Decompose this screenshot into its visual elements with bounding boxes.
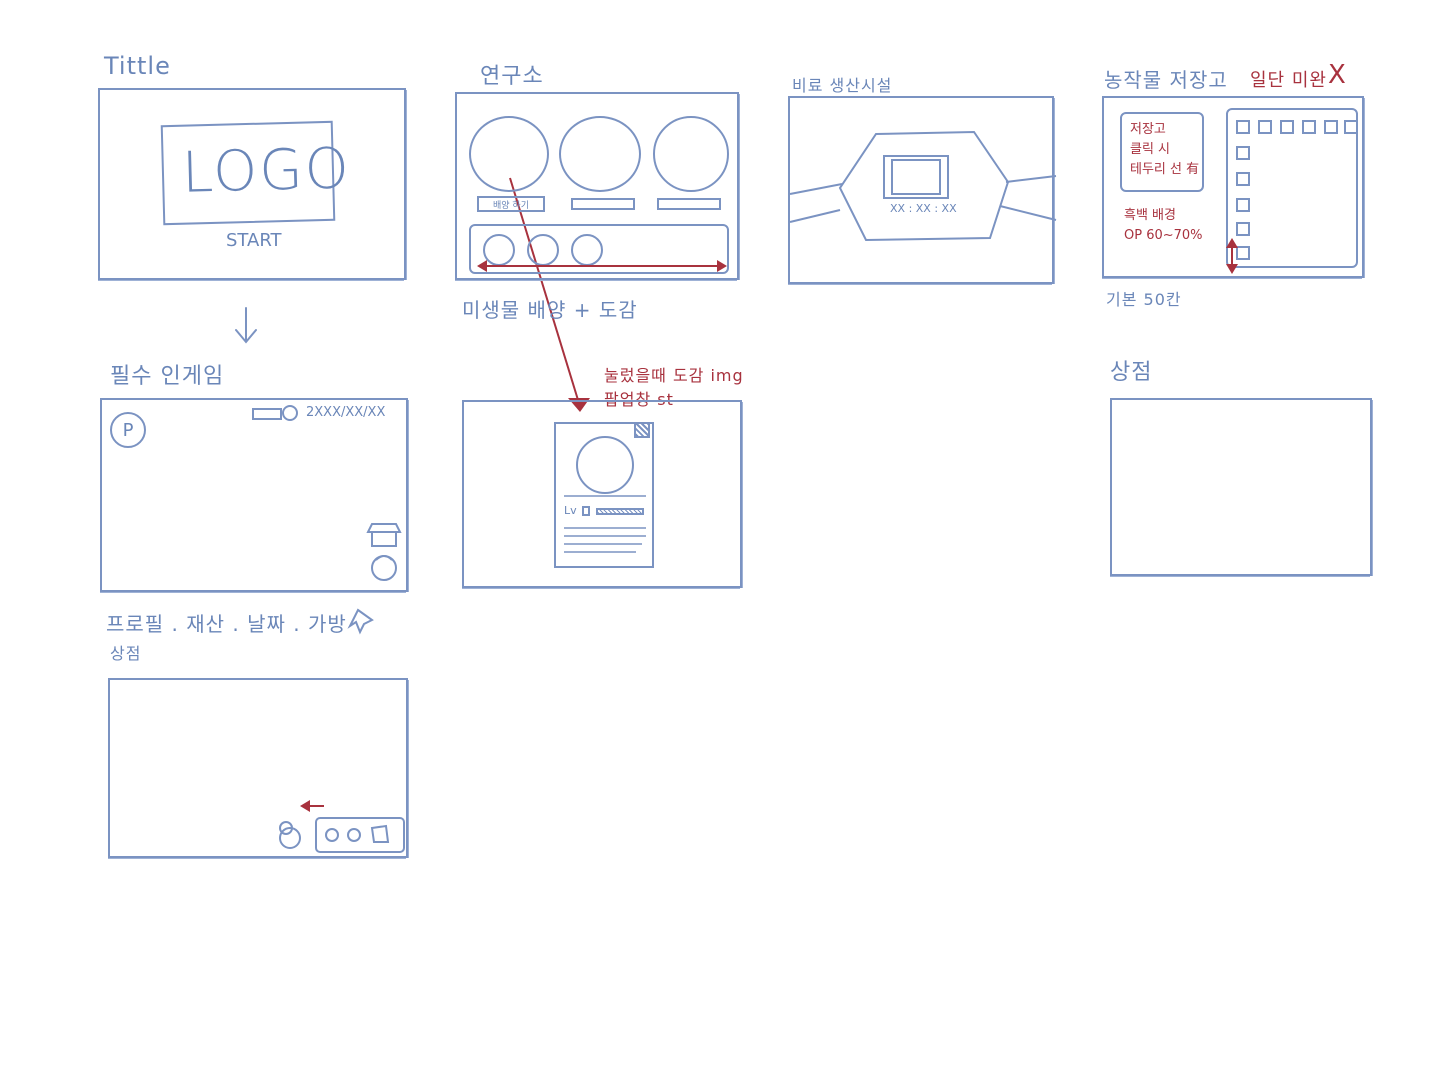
storage-slot[interactable] (1302, 120, 1316, 134)
storage-slot[interactable] (1236, 146, 1250, 160)
pin-icon (347, 608, 374, 635)
storage-heading: 농작물 저장고 (1104, 68, 1228, 92)
title-screen-heading: Tittle (104, 52, 171, 80)
panel-text-line-3: 테두리 선 有 (1130, 162, 1200, 177)
menu-sketch (279, 800, 405, 853)
culture-button-label: 배양 하기 (493, 200, 529, 211)
bg-note-line-2: OP 60~70% (1124, 228, 1203, 243)
production-timer: XX : XX : XX (890, 202, 957, 215)
storage-slot[interactable] (1236, 198, 1250, 212)
level-label: Lv (564, 504, 577, 517)
panel-text-line-2: 클릭 시 (1130, 142, 1171, 157)
culture-slot-1[interactable] (469, 116, 549, 192)
start-label[interactable]: START (226, 230, 282, 251)
card-text-lines (564, 495, 646, 553)
money-bar (252, 408, 282, 420)
storage-bg-note: 흑백 배경 OP 60~70% (1124, 206, 1203, 246)
exp-bar (596, 508, 644, 515)
title-screen-frame: LOGO START (98, 88, 406, 280)
storage-slot[interactable] (1280, 120, 1294, 134)
storage-scroll-arrow (1226, 238, 1238, 274)
ingame-heading: 필수 인게임 (110, 364, 225, 389)
close-icon[interactable] (634, 422, 650, 438)
coin-icon (282, 405, 298, 421)
machine-sketch (789, 130, 1057, 242)
culture-slot-2[interactable] (559, 116, 641, 192)
storage-slot[interactable] (1258, 120, 1272, 134)
slot-3-bar (657, 198, 721, 210)
storage-slot[interactable] (1324, 120, 1338, 134)
storage-panel-text: 저장고 클릭 시 테두리 선 有 (1130, 120, 1199, 180)
storage-slot[interactable] (1236, 222, 1250, 236)
encyclopedia-card: Lv (554, 422, 654, 568)
profile-icon[interactable]: P (110, 412, 146, 448)
ingame-sub-caption: 상점 (110, 644, 142, 663)
storage-caption: 기본 50칸 (1106, 290, 1182, 309)
lab-frame: 배양 하기 (455, 92, 739, 280)
shop-and-bag-icons[interactable] (366, 518, 406, 588)
fertilizer-frame: XX : XX : XX (788, 96, 1057, 284)
storage-slot[interactable] (1236, 172, 1250, 186)
slot-2-bar (571, 198, 635, 210)
microbe-image (576, 436, 634, 494)
ingame-menu-frame (108, 678, 408, 858)
fertilizer-heading: 비료 생산시설 (792, 76, 893, 95)
culture-button[interactable]: 배양 하기 (477, 196, 545, 212)
lab-caption: 미생물 배양 + 도감 (462, 298, 638, 322)
shop-heading: 상점 (1110, 360, 1153, 385)
tray-scroll-arrows (477, 260, 727, 272)
popup-note: 눌렀을때 도감 img 팝업창 st (604, 366, 744, 409)
storage-slot[interactable] (1344, 120, 1358, 134)
storage-slot[interactable] (1236, 120, 1250, 134)
storage-info-panel: 저장고 클릭 시 테두리 선 有 (1120, 112, 1204, 192)
profile-initial: P (122, 419, 134, 441)
storage-frame: 저장고 클릭 시 테두리 선 有 흑백 배경 OP 60~70% (1102, 96, 1364, 278)
ingame-caption: 프로필 . 재산 . 날짜 . 가방 (106, 612, 347, 636)
storage-note-x: X (1328, 60, 1347, 90)
shop-frame (1110, 398, 1372, 576)
panel-text-line-1: 저장고 (1130, 122, 1166, 137)
storage-note-unfinished: 일단 미완 (1250, 70, 1327, 91)
lab-heading: 연구소 (480, 64, 544, 89)
bg-note-line-1: 흑백 배경 (1124, 208, 1176, 223)
date-display: 2XXX/XX/XX (306, 405, 386, 420)
popup-frame: Lv (462, 400, 742, 588)
culture-slot-3[interactable] (653, 116, 729, 192)
level-box (582, 506, 590, 516)
ingame-frame: P 2XXX/XX/XX (100, 398, 408, 592)
storage-grid[interactable] (1226, 108, 1358, 268)
storage-slot[interactable] (1236, 246, 1250, 260)
